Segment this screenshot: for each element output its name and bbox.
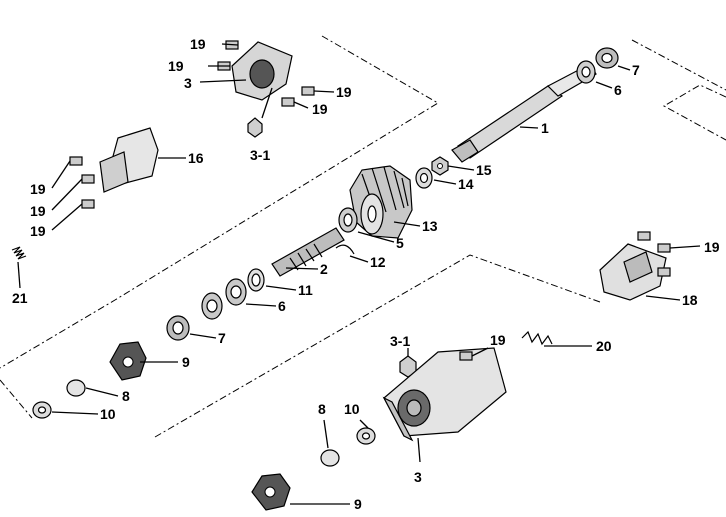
nut-part-15 <box>431 156 449 176</box>
bearing-part-5 <box>338 207 358 233</box>
callout-labels: 1 2 3 3 3-1 3-1 5 6 6 7 7 8 8 9 9 10 10 … <box>12 36 720 512</box>
callout-5: 5 <box>396 235 404 251</box>
seal-part-7-lower <box>166 315 190 341</box>
callout-13: 13 <box>422 218 438 234</box>
housing-part-3-upper <box>231 41 293 101</box>
callout-16: 16 <box>188 150 204 166</box>
clip-part-12 <box>335 244 355 255</box>
right-assembly-outline <box>631 39 726 91</box>
leader-lines <box>17 43 701 505</box>
callout-19-c: 19 <box>336 84 352 100</box>
callout-3-upper: 3 <box>184 75 192 91</box>
upper-assembly-outline <box>0 35 439 369</box>
callout-7-upper: 7 <box>632 62 640 78</box>
washer-part-11 <box>247 268 265 292</box>
callout-19-f: 19 <box>30 203 46 219</box>
housing-part-16 <box>99 127 159 193</box>
washer-part-10-upper <box>32 401 52 419</box>
washer-part-8-upper <box>66 379 86 397</box>
washer-part-8-lower <box>320 449 340 467</box>
callout-10-lower: 10 <box>344 401 360 417</box>
washer-part-14 <box>415 167 433 189</box>
callout-19-e: 19 <box>30 181 46 197</box>
bearing-part-6-lower <box>201 278 247 320</box>
callout-8-upper: 8 <box>122 388 130 404</box>
callout-12: 12 <box>370 254 386 270</box>
bearing-part-6-upper <box>576 60 596 84</box>
callout-19-i: 19 <box>490 332 506 348</box>
spring-part-21 <box>11 246 27 260</box>
callout-3-1-lower: 3-1 <box>390 333 410 349</box>
lower-assembly-outline <box>154 254 601 438</box>
bevel-gear-part-13 <box>349 165 413 239</box>
callout-7-lower: 7 <box>218 330 226 346</box>
cover-part-18 <box>599 243 667 301</box>
callout-20: 20 <box>596 338 612 354</box>
flange-part-9-upper <box>109 341 147 381</box>
washer-part-10-lower <box>356 427 376 445</box>
fitting-part-3-1-upper <box>247 117 263 138</box>
callout-2: 2 <box>320 261 328 277</box>
callout-19-d: 19 <box>312 101 328 117</box>
callout-9-lower: 9 <box>354 496 362 512</box>
callout-19-a: 19 <box>190 36 206 52</box>
callout-19-b: 19 <box>168 58 184 74</box>
callout-8-lower: 8 <box>318 401 326 417</box>
callout-3-lower: 3 <box>414 469 422 485</box>
callout-10-upper: 10 <box>100 406 116 422</box>
callout-14: 14 <box>458 176 474 192</box>
pinion-shaft-part-2 <box>271 227 345 277</box>
flange-part-9-lower <box>251 473 291 511</box>
callout-19-h: 19 <box>704 239 720 255</box>
callout-15: 15 <box>476 162 492 178</box>
callout-1: 1 <box>541 120 549 136</box>
left-lower-assembly-outline <box>0 379 33 419</box>
callout-6-lower: 6 <box>278 298 286 314</box>
seal-part-7-upper <box>595 47 619 69</box>
callout-19-g: 19 <box>30 223 46 239</box>
callout-11: 11 <box>298 282 313 298</box>
right-assembly-outline-2 <box>662 84 726 141</box>
callout-3-1-upper: 3-1 <box>250 147 270 163</box>
main-housing-part-3-lower <box>382 347 507 442</box>
callout-21: 21 <box>12 290 28 306</box>
callout-6-upper: 6 <box>614 82 622 98</box>
shaft-part-1 <box>451 63 597 163</box>
callout-18: 18 <box>682 292 698 308</box>
callout-9-upper: 9 <box>182 354 190 370</box>
spring-part-20 <box>521 330 553 346</box>
